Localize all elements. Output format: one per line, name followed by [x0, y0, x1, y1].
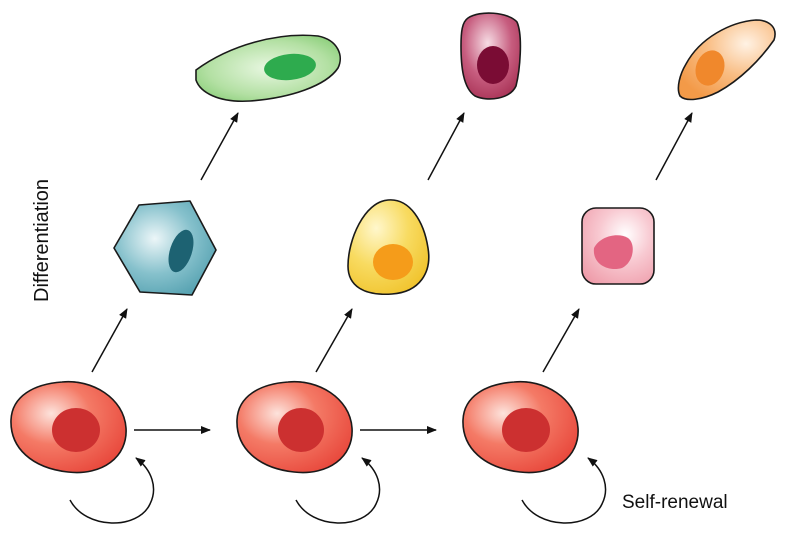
stem-cell-nucleus — [52, 408, 100, 452]
yellow-cell — [348, 200, 429, 294]
differentiation-arrow — [543, 309, 579, 372]
pink-square-cell — [582, 208, 654, 284]
self-renewal-label: Self-renewal — [622, 492, 728, 513]
teal-hexagonal-cell — [114, 201, 216, 295]
differentiation-label: Differentiation — [31, 179, 53, 302]
purple-cell — [461, 13, 520, 99]
teal-cell-body — [114, 201, 216, 295]
stem-cell-nucleus — [502, 408, 550, 452]
yellow-cell-nucleus — [373, 244, 413, 280]
stem-cell-3 — [463, 382, 578, 473]
purple-cell-nucleus — [477, 46, 509, 84]
orange-cell-body — [678, 20, 775, 99]
stem-cell-2 — [237, 382, 352, 473]
differentiation-arrow — [201, 113, 238, 180]
green-flat-cell — [196, 35, 340, 101]
differentiation-arrow — [316, 309, 352, 372]
differentiation-arrow — [428, 113, 464, 180]
stem-cell-nucleus — [278, 408, 324, 452]
orange-crescent-cell — [678, 20, 775, 99]
differentiation-arrow — [92, 309, 127, 372]
stem-cell-1 — [11, 382, 126, 473]
differentiation-arrow — [656, 113, 692, 180]
